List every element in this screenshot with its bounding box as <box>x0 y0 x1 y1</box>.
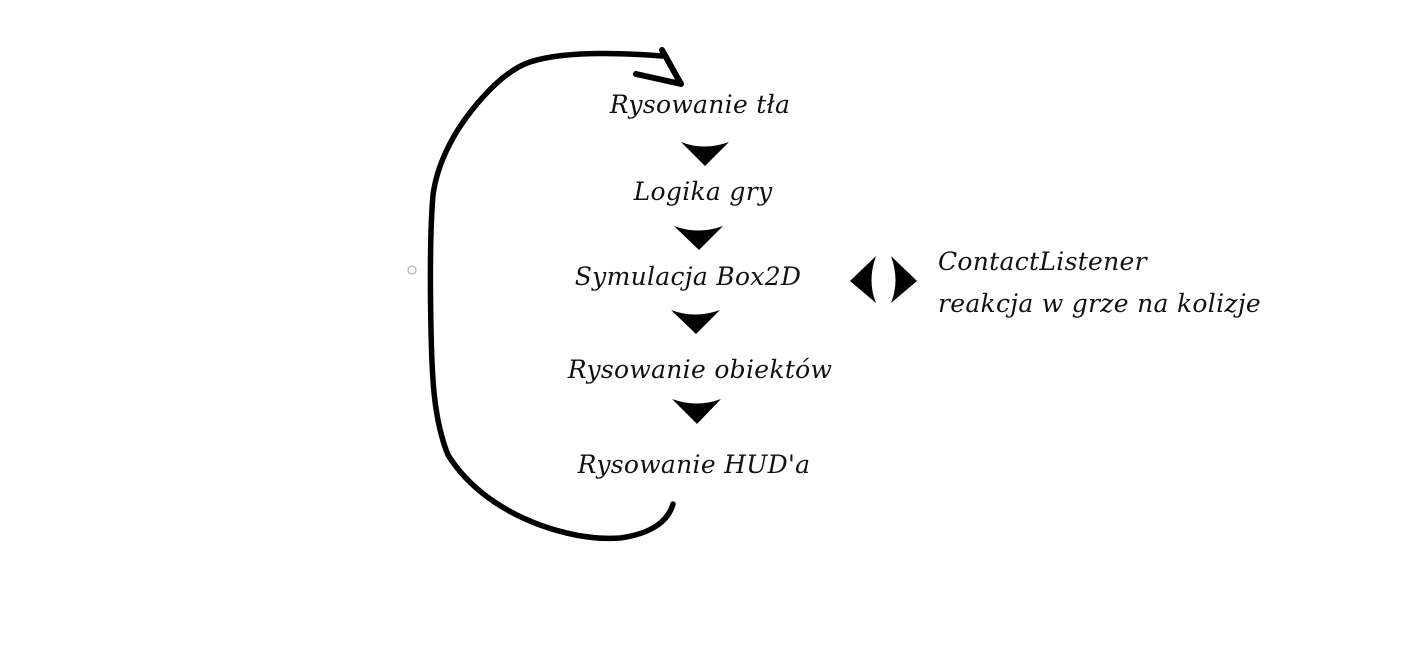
chevron-down-icon <box>674 226 723 250</box>
loop-arrow-head <box>633 47 684 87</box>
step-label-box2d: Symulacja Box2D <box>574 262 802 291</box>
chevron-left-icon <box>850 256 876 303</box>
chevron-down-icon <box>671 310 720 334</box>
contact-listener-description: reakcja w grze na kolizje <box>938 289 1261 318</box>
step-label-background: Rysowanie tła <box>609 90 791 119</box>
step-label-objects: Rysowanie obiektów <box>567 355 833 384</box>
chevron-down-icon <box>672 399 721 424</box>
step-label-game-logic: Logika gry <box>633 177 773 206</box>
loop-arrow-curve <box>427 50 676 542</box>
step-label-hud: Rysowanie HUD'a <box>577 450 811 479</box>
loop-arrow-icon <box>427 47 684 542</box>
contact-listener-title: ContactListener <box>938 247 1147 276</box>
double-chevron-icon <box>850 256 917 303</box>
chevron-down-icon <box>681 142 729 166</box>
connector-handle[interactable] <box>407 265 417 275</box>
chevron-right-icon <box>891 256 917 303</box>
